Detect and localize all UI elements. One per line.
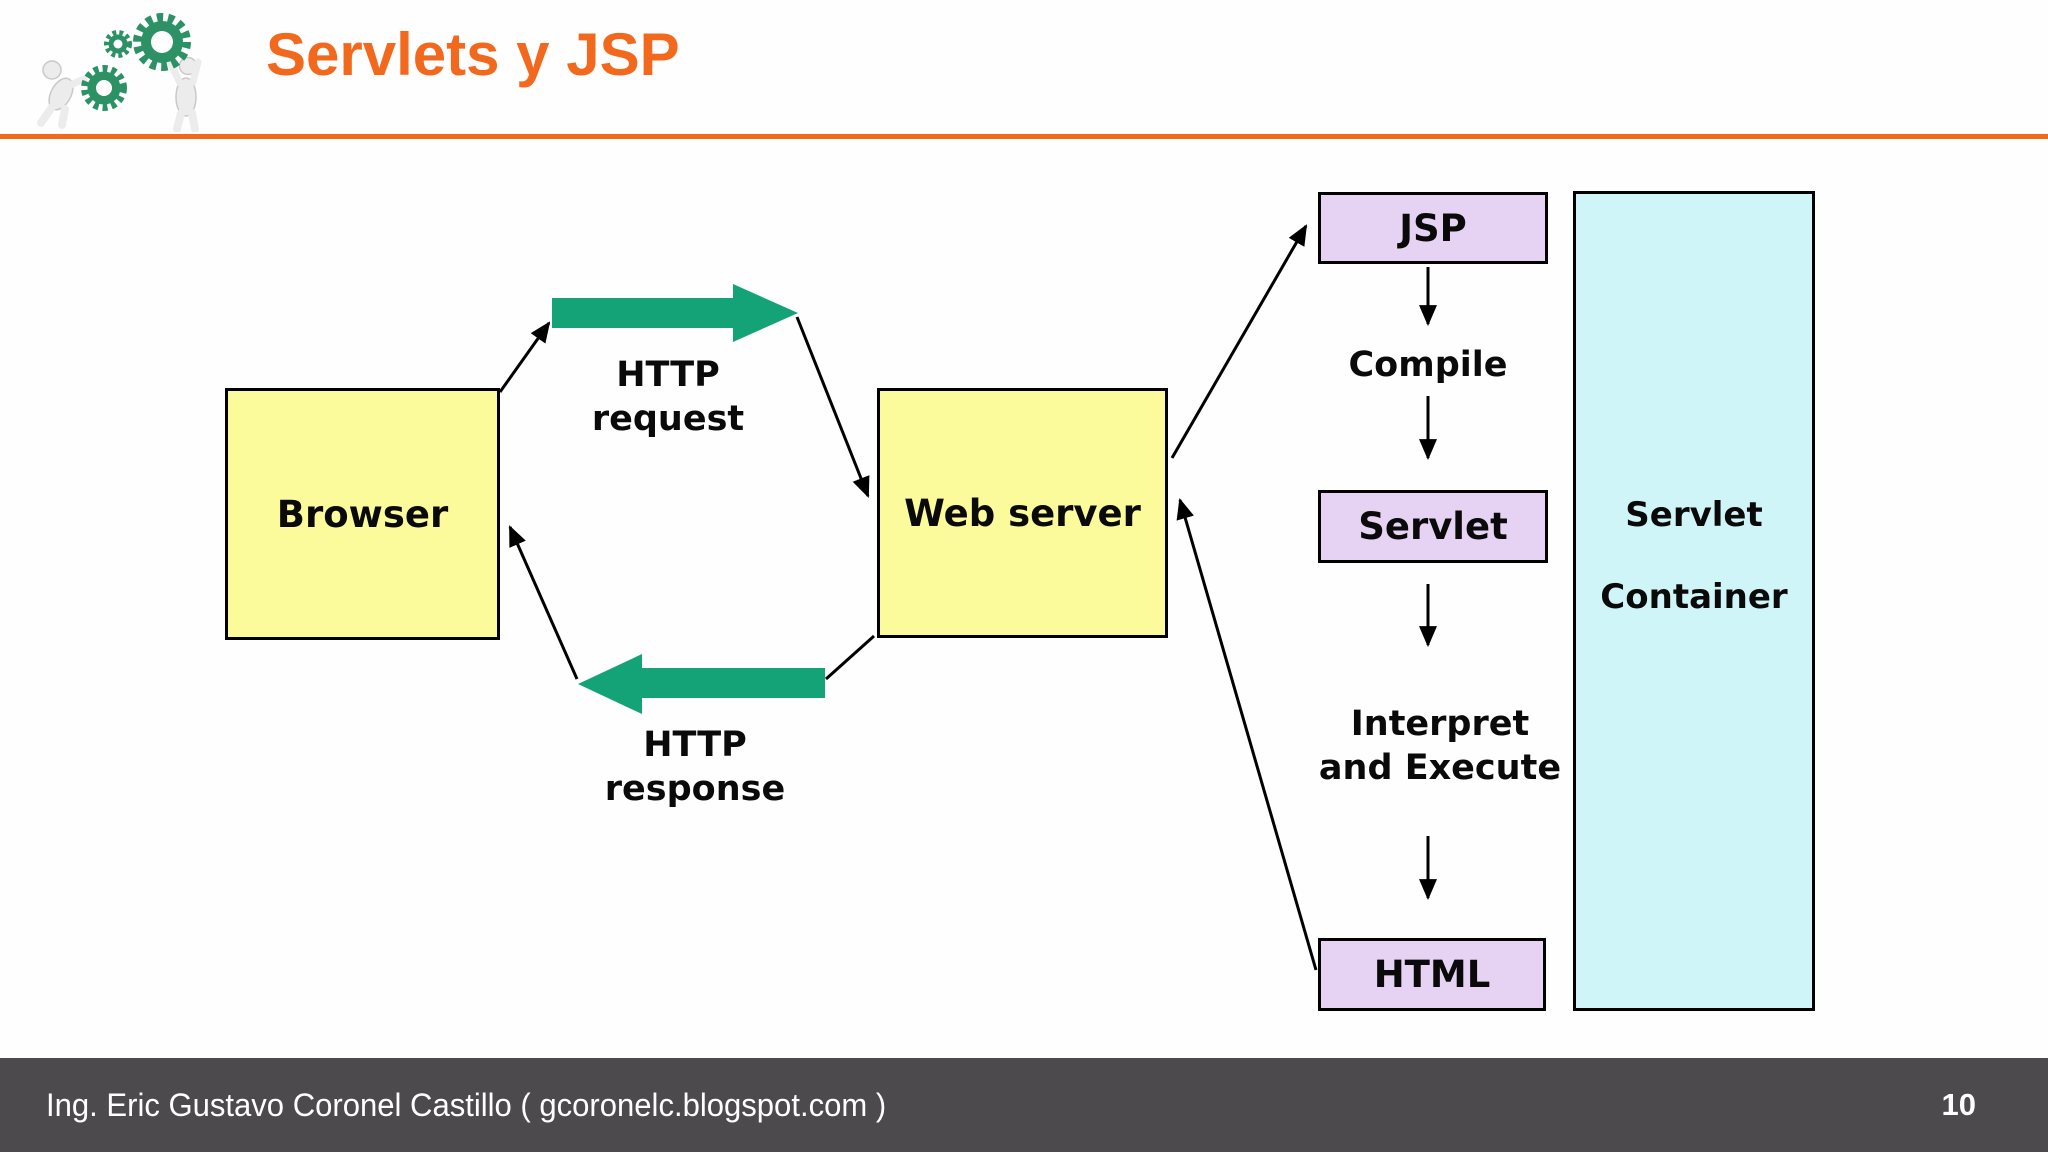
line-webserver-to-response [824, 634, 876, 681]
line-response-to-browser [508, 525, 579, 680]
browser-label: Browser [276, 492, 449, 536]
http-response-label: HTTP response [604, 725, 786, 810]
line-webserver-to-jsp [1170, 224, 1308, 459]
line-html-to-webserver [1176, 497, 1318, 971]
jsp-box: JSP [1318, 192, 1548, 264]
title-underline [0, 134, 2048, 139]
web-server-label: Web server [904, 491, 1141, 535]
compile-label: Compile [1348, 345, 1508, 385]
http-response-arrow [578, 654, 825, 714]
gear-medium-icon [81, 65, 127, 111]
servlet-container-box: Servlet Container [1573, 191, 1815, 1011]
person-right-icon [167, 56, 202, 132]
page-title: Servlets y JSP [266, 21, 680, 88]
servlet-container-label-line2: Container [1600, 577, 1788, 617]
footer-author: Ing. Eric Gustavo Coronel Castillo ( gco… [46, 1086, 887, 1123]
page-number: 10 [1941, 1087, 1976, 1122]
web-server-box: Web server [877, 388, 1168, 638]
person-left-icon [37, 60, 88, 129]
servlet-container-label-line1: Servlet [1625, 495, 1763, 535]
line-browser-to-request [498, 321, 551, 393]
servlet-label: Servlet [1358, 505, 1508, 548]
line-request-to-webserver [795, 316, 870, 498]
interpret-execute-label: Interpret and Execute [1318, 704, 1562, 789]
html-label: HTML [1373, 953, 1491, 996]
servlet-box: Servlet [1318, 490, 1548, 563]
jsp-label: JSP [1399, 206, 1467, 250]
gear-large-icon [133, 13, 191, 71]
http-request-arrow [552, 284, 798, 342]
gears-people-logo [37, 13, 202, 132]
browser-box: Browser [225, 388, 500, 640]
footer-bar: Ing. Eric Gustavo Coronel Castillo ( gco… [0, 1058, 2048, 1152]
gear-small-icon [104, 30, 132, 58]
html-box: HTML [1318, 938, 1546, 1011]
http-request-label: HTTP request [591, 355, 745, 440]
